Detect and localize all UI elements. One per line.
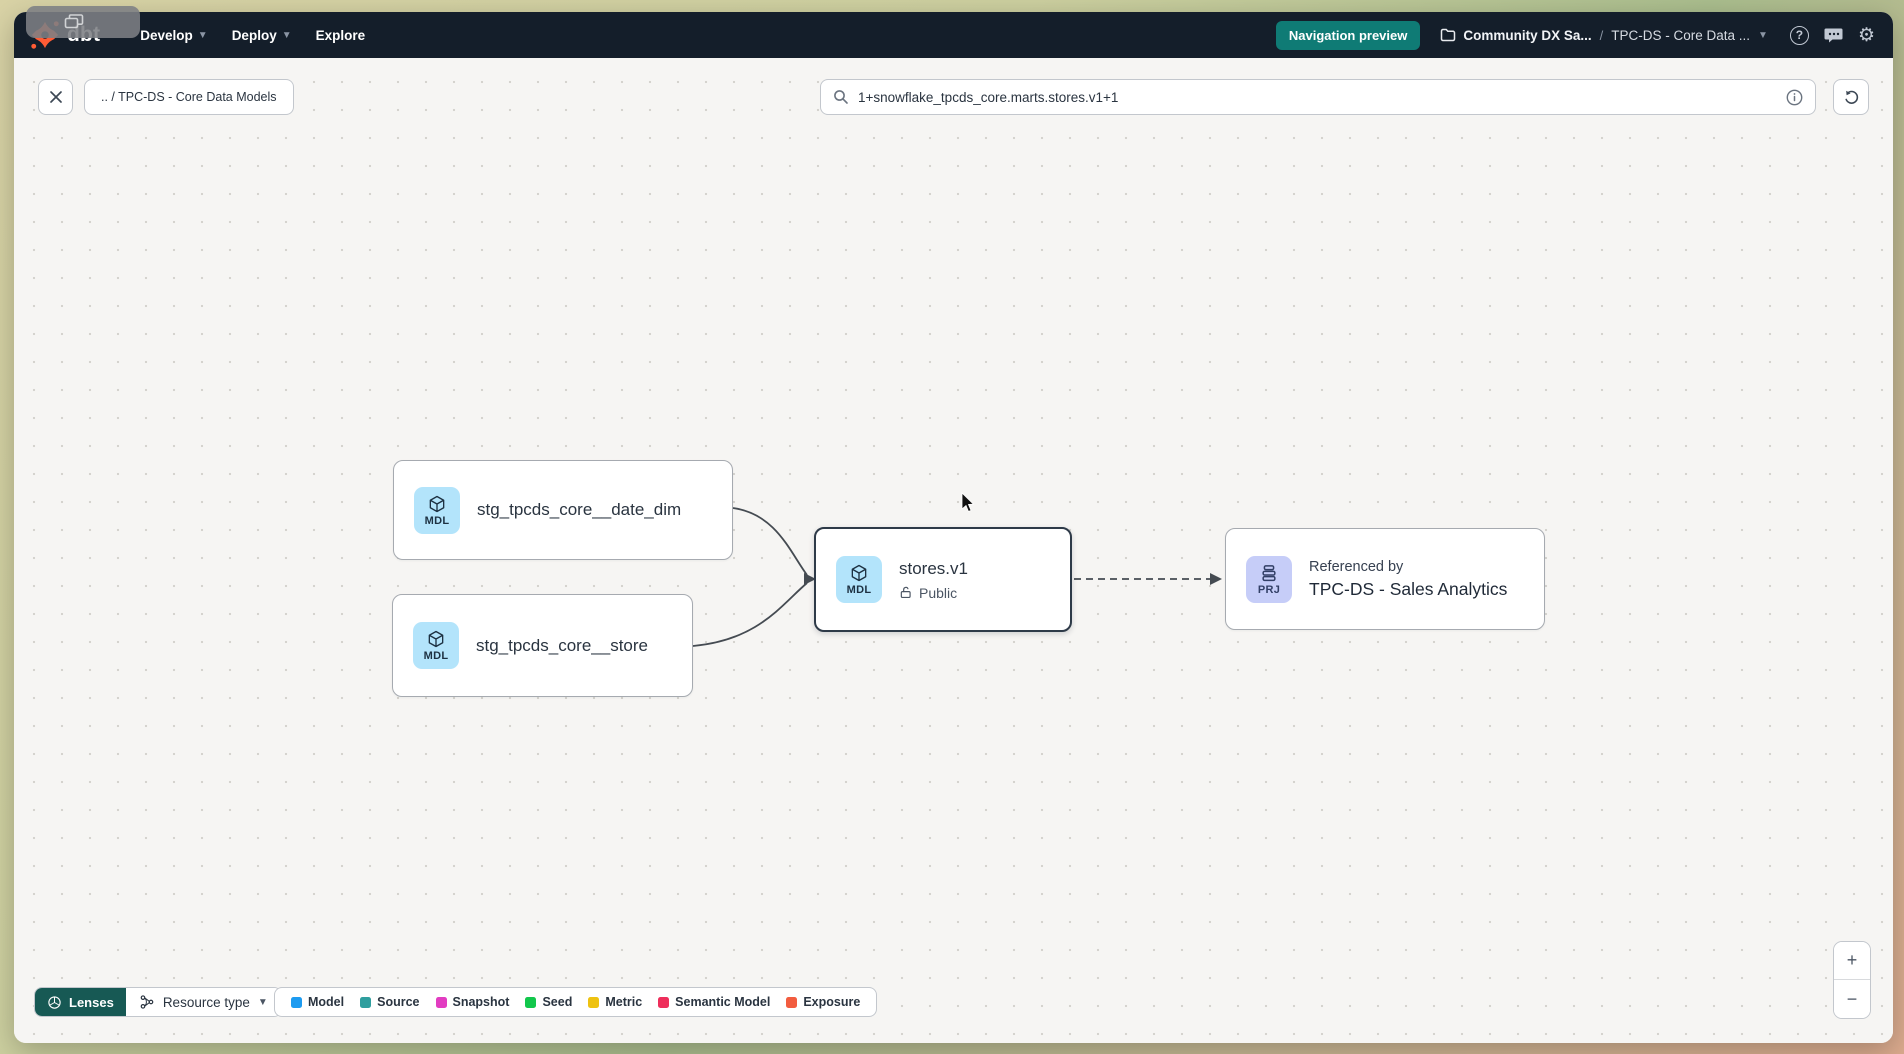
info-icon[interactable] <box>1786 89 1803 106</box>
legend-swatch <box>658 996 670 1008</box>
lens-icon <box>48 995 61 1009</box>
legend-item-model: Model <box>291 995 344 1009</box>
legend-label: Metric <box>605 995 643 1009</box>
chevron-down-icon: ▼ <box>257 996 268 1008</box>
legend-swatch <box>786 996 798 1008</box>
feedback-icon[interactable] <box>1824 27 1843 44</box>
model-tile: MDL <box>836 556 882 603</box>
unlock-icon <box>900 586 911 599</box>
resource-legend: Model Source Snapshot Seed Metric Semant… <box>274 987 878 1017</box>
hierarchy-icon <box>140 995 154 1009</box>
mouse-cursor <box>961 492 975 513</box>
nav-item-explore[interactable]: Explore <box>304 20 378 51</box>
lineage-canvas[interactable]: .. / TPC-DS - Core Data Models <box>14 58 1893 1043</box>
zoom-control: + − <box>1833 941 1871 1019</box>
legend-label: Snapshot <box>452 995 510 1009</box>
zoom-in-button[interactable]: + <box>1834 942 1870 980</box>
model-node-stores-v1[interactable]: MDL stores.v1 Public <box>814 527 1072 632</box>
model-tile: MDL <box>413 622 459 669</box>
nav-icon-group: ? ⚙ <box>1789 24 1875 46</box>
legend-swatch <box>291 996 302 1008</box>
breadcrumb-project[interactable]: Community DX Sa... <box>1440 27 1592 43</box>
lenses-control-group: Lenses Resource type ▼ <box>34 987 282 1017</box>
dbt-cloud-window: dbt Develop ▼ Deploy ▼ Explore Navigatio… <box>14 12 1893 1043</box>
legend-item-seed: Seed <box>525 995 572 1009</box>
nav-item-develop[interactable]: Develop ▼ <box>128 20 219 51</box>
chevron-down-icon: ▼ <box>197 30 208 41</box>
legend-item-metric: Metric <box>588 995 642 1009</box>
resource-type-code: MDL <box>423 650 449 662</box>
resource-type-code: PRJ <box>1257 583 1281 596</box>
folder-icon <box>1441 28 1456 42</box>
cube-icon <box>429 495 445 512</box>
legend-swatch <box>435 996 447 1008</box>
close-icon <box>49 91 62 103</box>
project-tile: PRJ <box>1246 555 1292 603</box>
top-navigation-bar: dbt Develop ▼ Deploy ▼ Explore Navigatio… <box>14 12 1893 58</box>
cube-icon <box>428 630 444 648</box>
breadcrumb-separator: / <box>1599 27 1604 43</box>
window-icon <box>64 14 84 29</box>
lenses-label: Lenses <box>69 994 114 1010</box>
legend-label: Exposure <box>803 995 861 1009</box>
resource-type-code: MDL <box>846 584 872 596</box>
legend-item-source: Source <box>360 995 420 1009</box>
lineage-scope-chip[interactable]: .. / TPC-DS - Core Data Models <box>84 79 294 115</box>
refresh-lineage-button[interactable] <box>1833 79 1869 115</box>
chevron-down-icon[interactable]: ▼ <box>1758 29 1768 41</box>
node-label: TPC-DS - Sales Analytics <box>1309 578 1508 599</box>
search-icon <box>834 90 848 104</box>
node-label: stores.v1 <box>899 558 968 578</box>
breadcrumb-page-label[interactable]: TPC-DS - Core Data ... <box>1611 27 1751 43</box>
breadcrumb: Community DX Sa... / TPC-DS - Core Data … <box>1440 28 1768 43</box>
legend-label: Model <box>308 995 345 1009</box>
node-label: stg_tpcds_core__date_dim <box>477 500 682 519</box>
zoom-out-button[interactable]: − <box>1834 980 1870 1018</box>
navigation-preview-badge[interactable]: Navigation preview <box>1275 20 1421 50</box>
nav-item-label: Deploy <box>231 27 277 43</box>
model-tile: MDL <box>414 486 460 534</box>
resource-type-code: MDL <box>424 514 450 527</box>
legend-swatch <box>525 996 537 1008</box>
legend-item-semantic-model: Semantic Model <box>658 995 770 1009</box>
legend-label: Semantic Model <box>675 995 771 1009</box>
help-icon[interactable]: ? <box>1789 25 1809 45</box>
close-lineage-button[interactable] <box>38 79 73 115</box>
floating-window-pill[interactable] <box>26 6 140 38</box>
project-node-sales-analytics[interactable]: PRJ Referenced by TPC-DS - Sales Analyti… <box>1225 528 1545 630</box>
legend-label: Seed <box>542 995 573 1009</box>
lenses-button[interactable]: Lenses <box>35 988 126 1016</box>
nav-item-deploy[interactable]: Deploy ▼ <box>220 20 304 51</box>
legend-swatch <box>588 996 600 1008</box>
lineage-selector-input[interactable] <box>858 89 1777 105</box>
breadcrumb-project-label: Community DX Sa... <box>1463 27 1592 43</box>
model-node-store[interactable]: MDL stg_tpcds_core__store <box>392 594 693 697</box>
legend-item-snapshot: Snapshot <box>435 995 510 1009</box>
resource-type-dropdown[interactable]: Resource type ▼ <box>125 988 281 1016</box>
referenced-by-label: Referenced by <box>1309 558 1404 575</box>
cube-icon <box>851 564 867 582</box>
lineage-search <box>820 79 1816 115</box>
refresh-icon <box>1844 90 1858 104</box>
resource-type-label: Resource type <box>162 994 250 1010</box>
node-label: stg_tpcds_core__store <box>476 635 648 655</box>
model-node-date-dim[interactable]: MDL stg_tpcds_core__date_dim <box>393 460 733 560</box>
access-label: Public <box>919 584 958 601</box>
nav-item-label: Explore <box>315 27 366 43</box>
chevron-down-icon: ▼ <box>281 30 292 41</box>
settings-gear-icon[interactable]: ⚙ <box>1857 24 1875 46</box>
legend-label: Source <box>377 995 420 1009</box>
stacked-trays-icon <box>1262 564 1276 581</box>
legend-item-exposure: Exposure <box>786 995 860 1009</box>
access-badge: Public <box>899 585 968 601</box>
nav-item-label: Develop <box>140 27 193 43</box>
legend-swatch <box>360 996 372 1008</box>
